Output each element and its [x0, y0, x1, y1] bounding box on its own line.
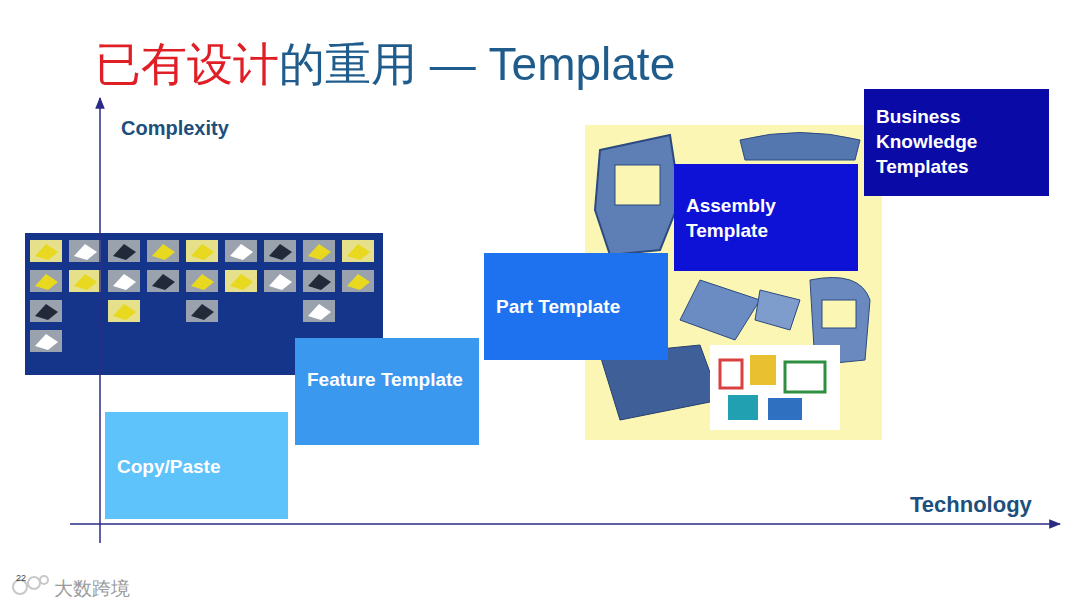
template-level-box: Part Template: [484, 253, 668, 360]
watermark: 大数跨境: [54, 576, 130, 602]
x-axis: [70, 523, 1060, 525]
slide-title: 已有设计的重用 — Template: [95, 34, 675, 96]
box-label: Feature Template: [307, 367, 467, 392]
box-label: Part Template: [496, 294, 656, 319]
template-level-box: Copy/Paste: [105, 412, 288, 519]
box-label: Assembly Template: [686, 193, 846, 243]
template-level-box: Assembly Template: [674, 164, 858, 271]
template-level-box: Business Knowledge Templates: [864, 89, 1049, 196]
page-number: 22: [16, 573, 26, 583]
box-label: Business Knowledge Templates: [876, 104, 1037, 179]
box-label: Copy/Paste: [117, 454, 276, 479]
axis-title: Complexity: [121, 117, 229, 140]
axis-title: Technology: [910, 492, 1032, 518]
template-level-box: Feature Template: [295, 338, 479, 445]
y-axis: [99, 98, 101, 543]
